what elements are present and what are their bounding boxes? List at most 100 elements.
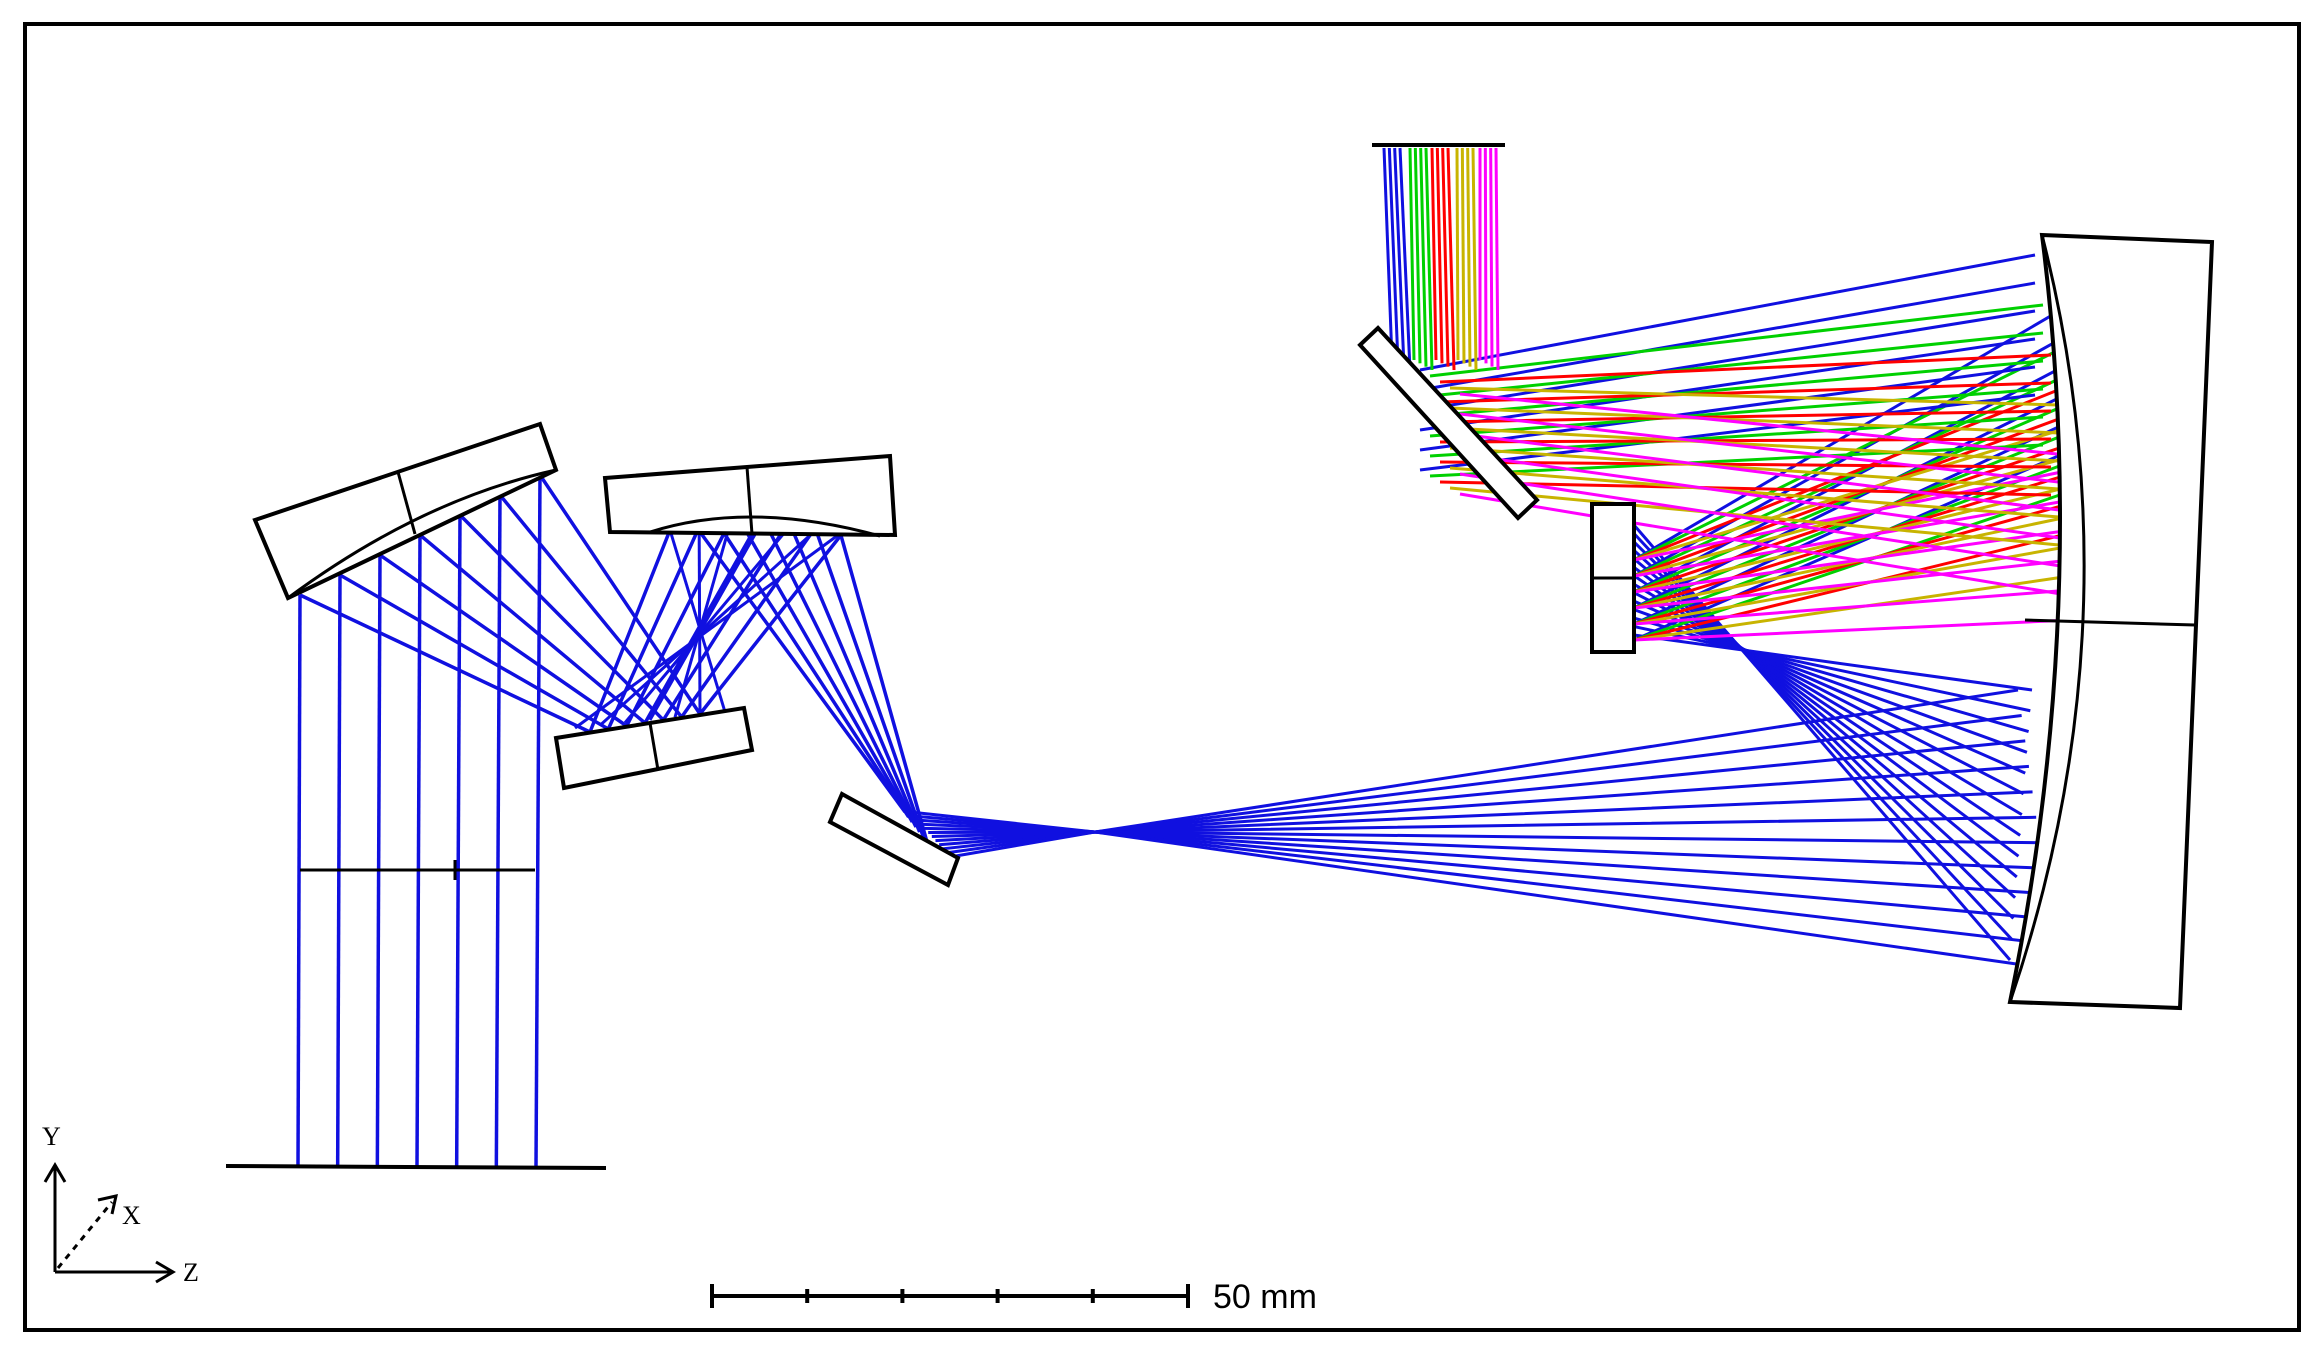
camera-mirror — [2007, 232, 2215, 1011]
ray-path — [1471, 147, 1478, 371]
ray-path — [1633, 393, 2090, 594]
diffraction-grating — [1357, 325, 1540, 521]
ray-path — [534, 474, 542, 1167]
ray-path — [1439, 409, 2052, 424]
ray-path — [1439, 437, 2052, 444]
ray-path — [1439, 381, 2052, 404]
scale-bar-label: 50 mm — [1213, 1278, 1317, 1316]
ray-path — [1439, 353, 2052, 384]
ray-path — [1435, 147, 1444, 364]
ray-path — [1429, 331, 2044, 398]
ray-path — [1429, 387, 2044, 438]
ray-path — [1419, 337, 2036, 432]
ray-path — [1633, 558, 2072, 610]
ray-path — [1419, 281, 2036, 392]
ray-path — [1393, 147, 1406, 367]
ray-path — [1633, 625, 2031, 713]
ray-path — [648, 529, 759, 721]
ray-path — [1449, 386, 2060, 407]
scale-bar: 50 mm — [710, 1278, 1317, 1316]
ray-path — [1449, 446, 2060, 491]
ray-path — [1446, 147, 1456, 371]
ray-path — [1398, 147, 1412, 371]
ray-path — [623, 529, 788, 724]
ray-path — [697, 529, 702, 715]
ray-path — [1460, 147, 1466, 364]
ray-path — [454, 514, 462, 1167]
ray-path — [1413, 147, 1422, 364]
fold-mirror-tilted — [827, 791, 961, 888]
ray-path — [1632, 524, 2012, 961]
ray-path — [1419, 147, 1428, 367]
ray-path — [1439, 460, 2052, 469]
ray-path — [598, 528, 817, 727]
ray-path — [668, 529, 727, 713]
ray-path — [1441, 147, 1450, 367]
ray-path — [1419, 393, 2036, 472]
ray-path — [1459, 392, 2068, 457]
ray-path — [606, 526, 701, 730]
ray-path — [1633, 438, 2096, 642]
ray-path — [1633, 608, 2028, 754]
ray-path — [1449, 406, 2060, 435]
ray-path — [1632, 540, 2015, 920]
ray-path — [1633, 333, 2090, 562]
ray-path — [494, 494, 502, 1167]
ray-path — [1430, 147, 1438, 361]
ray-path — [1459, 432, 2068, 513]
ray-path — [1459, 472, 2068, 569]
ray-path — [1449, 426, 2060, 463]
ray-path — [1632, 549, 2017, 899]
ray-path — [296, 594, 302, 1167]
plot-frame — [23, 22, 2301, 1332]
ray-bundle-layer — [296, 147, 2096, 1167]
input-plane — [225, 1164, 607, 1170]
fold-mirror-small — [553, 705, 755, 791]
ray-path — [375, 554, 382, 1167]
ray-path — [1633, 591, 2025, 796]
ray-path — [1466, 147, 1472, 367]
ray-path — [698, 530, 907, 814]
ray-path — [1424, 147, 1434, 371]
ray-path — [1459, 492, 2068, 597]
ray-path — [1408, 147, 1416, 361]
optical-elements — [225, 143, 2215, 1170]
ray-path — [1419, 365, 2036, 452]
ray-path — [1459, 412, 2068, 485]
axis-label-x: X — [122, 1201, 141, 1230]
ray-path — [1633, 588, 2072, 626]
ray-path — [1633, 363, 2090, 578]
secondary-mirror — [602, 453, 898, 538]
ray-path — [1459, 452, 2068, 541]
ray-path — [1439, 480, 2052, 497]
ray-path — [1449, 466, 2060, 519]
ray-path — [379, 553, 628, 728]
ray-path — [1449, 486, 2060, 547]
ray-path — [1633, 566, 2020, 858]
ray-path — [1387, 147, 1400, 364]
axis-label-z: Z — [183, 1258, 199, 1287]
small-prism — [1590, 502, 1636, 654]
ray-path — [1429, 359, 2044, 418]
ray-path — [1633, 378, 2084, 562]
ray-path — [1419, 253, 2036, 372]
axis-indicator: Y X Z — [42, 1122, 199, 1287]
ray-path — [1429, 303, 2044, 378]
ray-path — [949, 830, 2059, 972]
ray-path — [838, 531, 929, 843]
ray-path — [574, 528, 846, 730]
ray-path — [1429, 443, 2044, 478]
ray-path — [1633, 618, 2072, 642]
axis-label-y: Y — [42, 1122, 61, 1151]
ray-path — [1633, 633, 2033, 692]
primary-mirror — [252, 421, 559, 601]
ray-path — [588, 529, 672, 733]
ray-path — [721, 531, 911, 818]
ray-path — [1483, 147, 1488, 364]
ray-path — [415, 534, 422, 1167]
ray-path — [299, 593, 591, 734]
ray-path — [1494, 147, 1500, 371]
ray-path — [768, 531, 918, 828]
ray-path — [745, 531, 914, 823]
